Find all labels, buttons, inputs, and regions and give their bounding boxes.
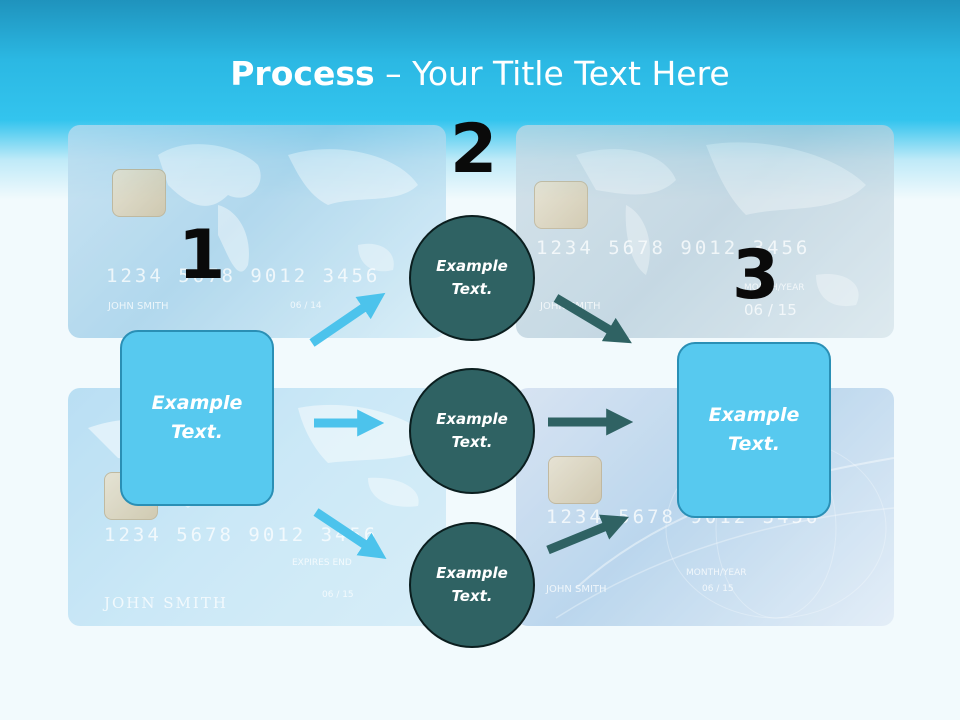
circle-label-line-2: Text.: [451, 587, 493, 605]
step-number-1: 1: [178, 216, 226, 295]
card-expiry: 06 / 15: [744, 301, 797, 319]
card-holder-name: JOHN SMITH: [108, 301, 169, 312]
world-map-graphic: [158, 144, 418, 272]
credit-card-image-top-left: 1234 5678 9012 3456 JOHN SMITH 06 / 14: [68, 125, 446, 338]
circle-label: Example Text.: [417, 562, 527, 608]
card-expiry: 06 / 15: [702, 584, 734, 594]
step-3-box[interactable]: Example Text.: [677, 342, 831, 518]
card-chip-icon: [112, 169, 166, 217]
card-expiry-label: MONTH/YEAR: [686, 568, 747, 578]
circle-label-line-1: Example: [436, 564, 508, 582]
step-2-circle-middle[interactable]: Example Text.: [409, 368, 535, 494]
step-2-circle-bottom[interactable]: Example Text.: [409, 522, 535, 648]
step-2-circle-top[interactable]: Example Text.: [409, 215, 535, 341]
card-chip-icon: [534, 181, 588, 229]
arrow-light-down: [313, 508, 387, 559]
card-expiry-label: EXPIRES END: [292, 558, 352, 568]
step-1-label-line-2: Text.: [171, 421, 223, 443]
card-number: 1234 5678 9012 3456: [104, 524, 379, 546]
step-3-label-line-1: Example: [708, 404, 800, 426]
circle-label: Example Text.: [417, 408, 527, 454]
step-number-2: 2: [450, 110, 498, 189]
circle-label-line-2: Text.: [451, 433, 493, 451]
card-holder-name: JOHN SMITH: [546, 584, 607, 595]
arrow-dark-up: [546, 514, 629, 555]
step-number-3: 3: [732, 236, 780, 315]
card-chip-icon: [548, 456, 602, 504]
circle-label: Example Text.: [417, 255, 527, 301]
page-title: Process – Your Title Text Here: [0, 54, 960, 93]
world-map-graphic: [576, 142, 866, 307]
arrow-light-up: [309, 292, 386, 347]
step-3-label-line-2: Text.: [728, 433, 780, 455]
title-bold: Process: [230, 54, 375, 93]
card-expiry: 06 / 14: [290, 301, 322, 311]
circle-label-line-1: Example: [436, 410, 508, 428]
step-3-label: Example Text.: [699, 401, 809, 459]
arrow-dark-down: [553, 294, 632, 344]
step-1-box[interactable]: Example Text.: [120, 330, 274, 506]
card-holder-name: JOHN SMITH: [104, 594, 228, 612]
card-expiry-label: MONTH/YEAR: [744, 283, 805, 293]
card-number: 1234 5678 9012 3456: [536, 237, 811, 259]
card-number: 1234 5678 9012 3456: [106, 265, 381, 287]
step-1-label: Example Text.: [142, 389, 252, 447]
circle-label-line-1: Example: [436, 257, 508, 275]
card-expiry: 06 / 15: [322, 590, 354, 600]
credit-card-image-top-right: 1234 5678 9012 3456 JOHN SMITH MONTH/YEA…: [516, 125, 894, 338]
circle-label-line-2: Text.: [451, 280, 493, 298]
title-rest: – Your Title Text Here: [374, 54, 730, 93]
step-1-label-line-1: Example: [151, 392, 243, 414]
